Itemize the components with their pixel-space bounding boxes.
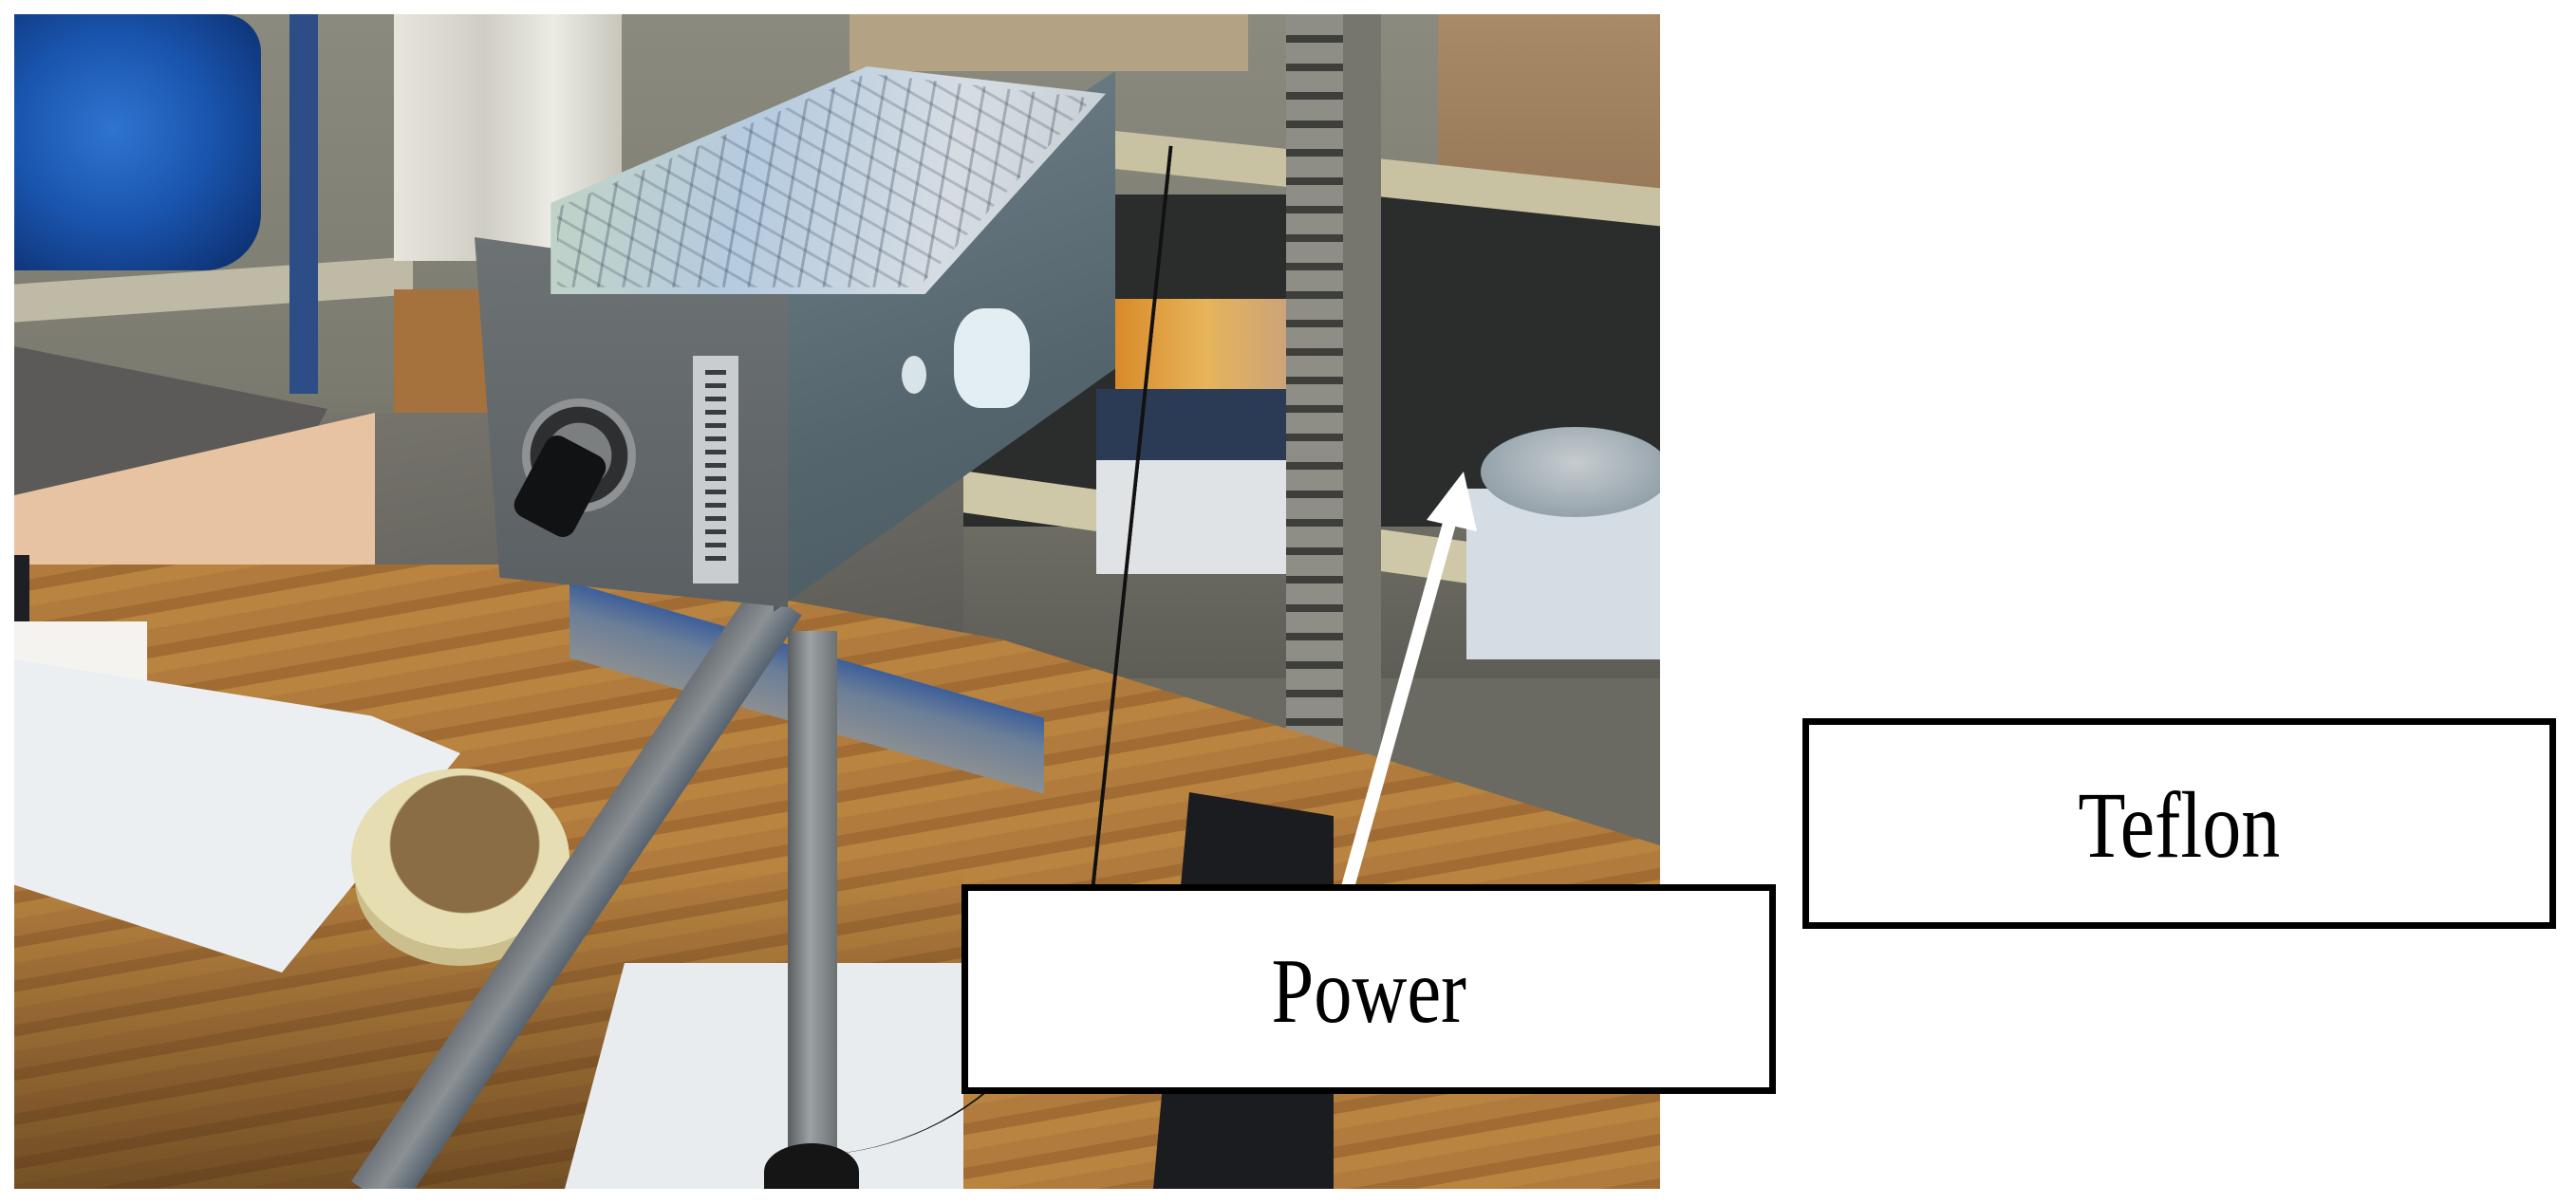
small-connector [902, 356, 926, 394]
stand-rod [788, 631, 837, 1189]
cardboard-panel [849, 14, 1248, 71]
blue-plastic-bag [14, 14, 261, 270]
power-label-box: Power [961, 884, 1776, 1094]
scale-ticks [705, 370, 726, 569]
white-foam-block [565, 963, 963, 1189]
product-box-band [1096, 389, 1296, 465]
product-box-top [1115, 299, 1296, 394]
lab-photograph [14, 14, 1660, 1189]
teflon-sample [1481, 427, 1660, 517]
teflon-container-box [1466, 489, 1660, 659]
blue-shelf-post [289, 14, 318, 394]
perforated-shelf-post [1286, 14, 1343, 830]
product-box-bottom [1096, 460, 1286, 574]
teflon-label: Teflon [2078, 772, 2281, 878]
power-label: Power [1271, 939, 1466, 1043]
shelf-post-side [1343, 14, 1381, 830]
teflon-label-box: Teflon [1802, 718, 2556, 929]
white-connector [954, 308, 1030, 408]
rod-base [764, 1143, 859, 1189]
